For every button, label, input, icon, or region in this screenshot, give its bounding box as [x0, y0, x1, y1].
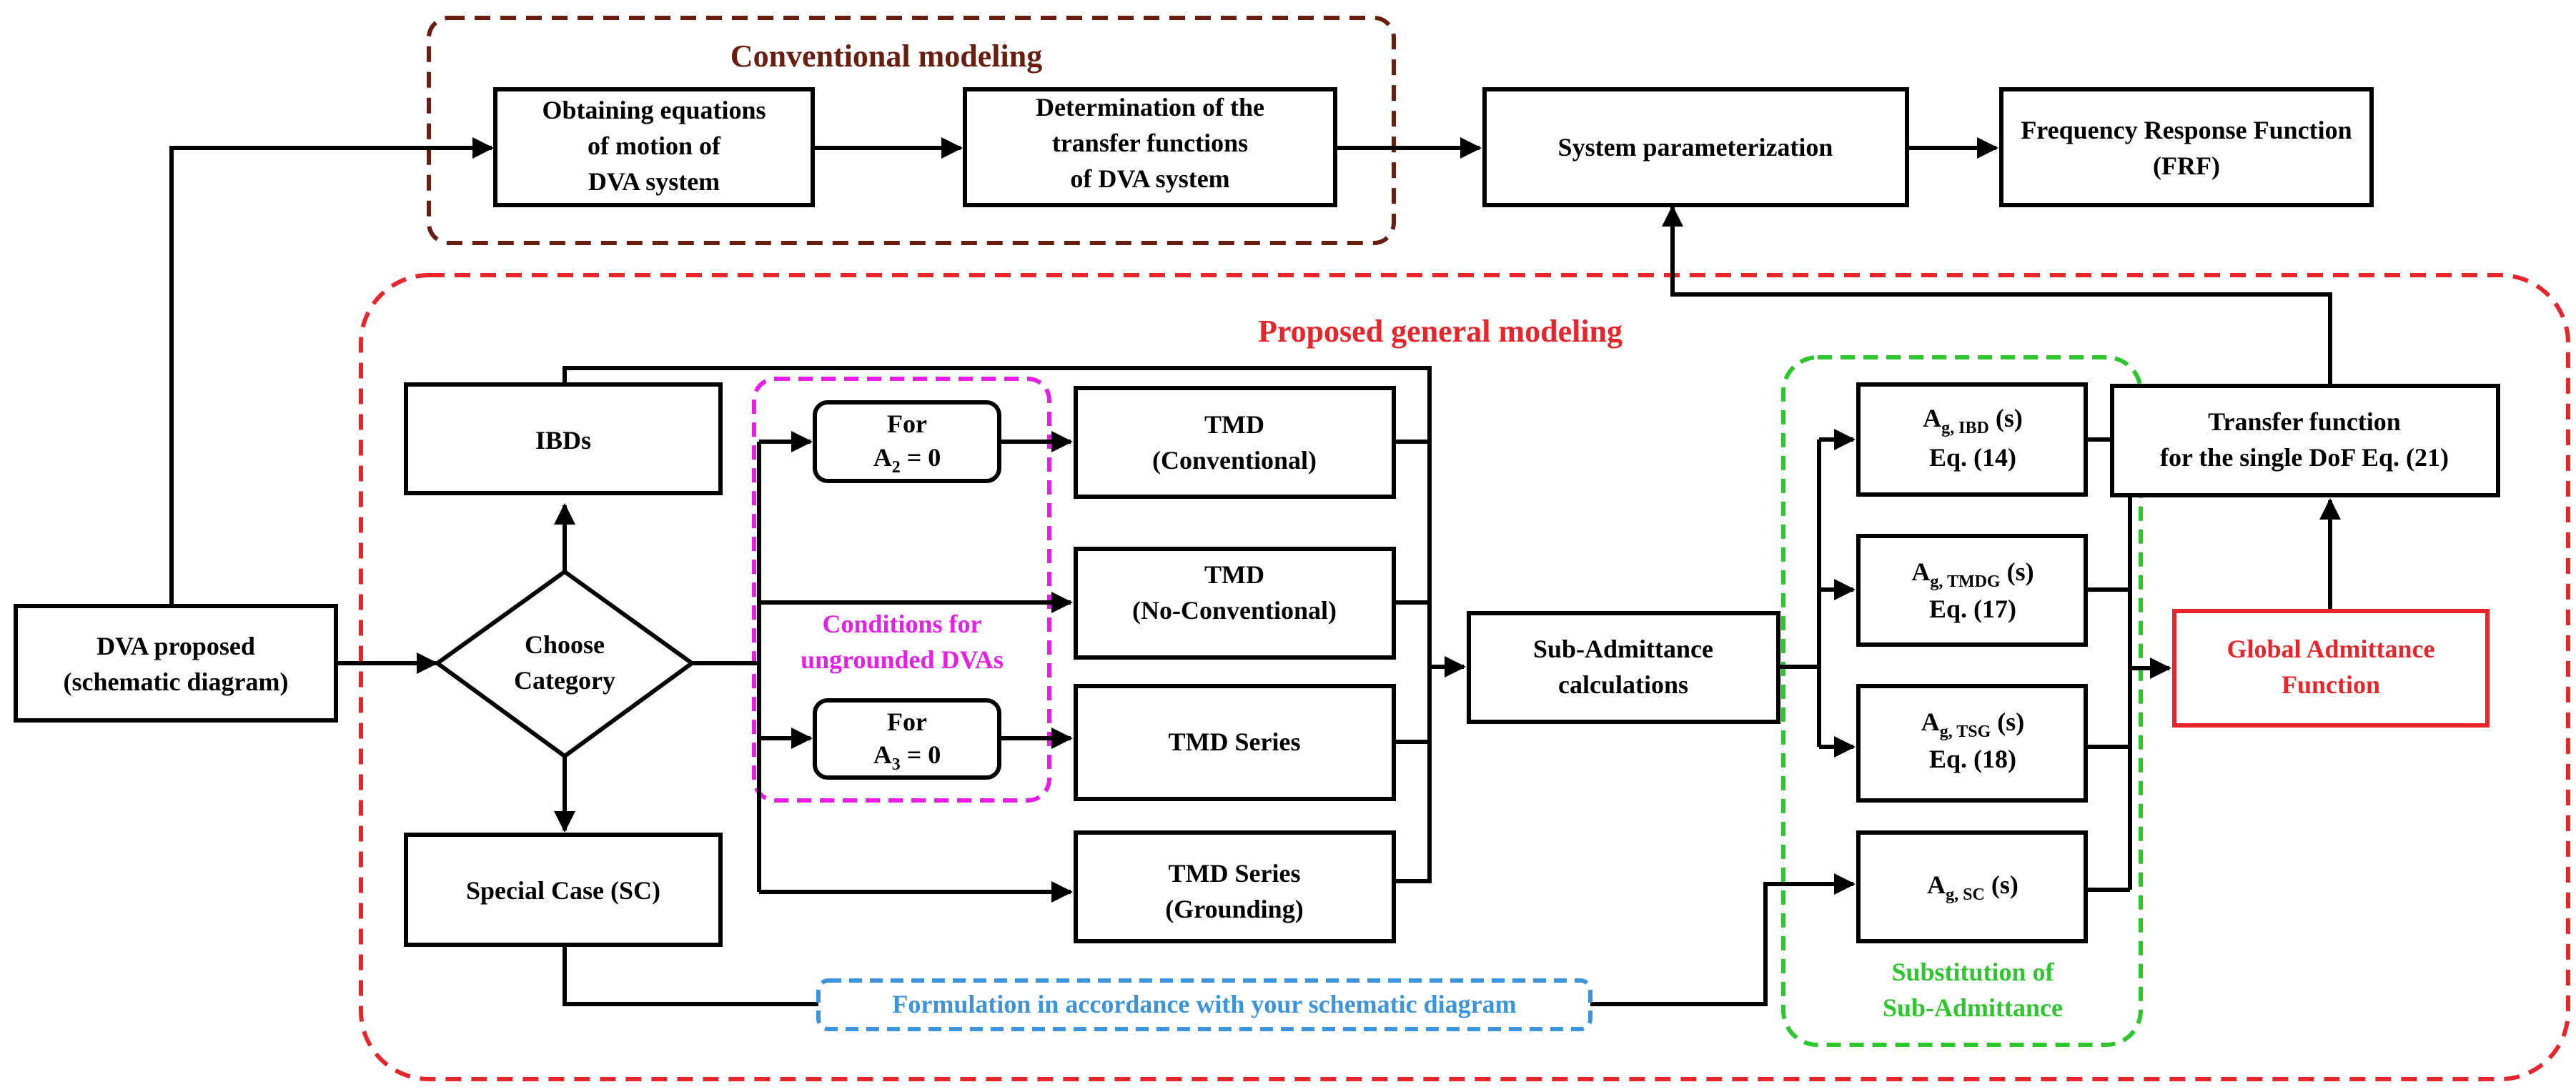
substitution-label: Substitution of: [1891, 958, 2054, 986]
global-admittance-label: Global Admittance: [2226, 635, 2434, 663]
for-a3-label: For: [887, 708, 927, 736]
tmd-series-grounding-box: [1074, 830, 1396, 943]
ag-tmdg-label: Ag, TMDG (s): [1911, 557, 2033, 591]
ibds-label: IBDs: [535, 426, 591, 455]
tmd-series-box: [1074, 684, 1396, 801]
tmd-series-grounding-label: (Grounding): [1165, 895, 1303, 923]
ag-ibd-box: [1856, 382, 2088, 497]
tmd-series-grounding-label: TMD Series: [1169, 859, 1301, 888]
transfer-function-label: Transfer function: [2208, 407, 2401, 436]
tmd-series-label: TMD Series: [1169, 728, 1301, 756]
tmd-conventional-label: TMD: [1204, 410, 1264, 439]
determination-label: of DVA system: [1070, 164, 1229, 193]
choose-category-label: Category: [514, 666, 615, 695]
obtaining-equations-box: [493, 87, 815, 207]
ibds-box: [404, 382, 723, 495]
choose-category-diamond: [433, 569, 696, 759]
substitution-frame: [1781, 355, 2143, 1047]
conditions-label: Conditions for: [822, 610, 981, 638]
sub-admittance-label: Sub-Admittance: [1533, 635, 1713, 663]
global-admittance-label: Function: [2282, 670, 2380, 699]
ag-tmdg-box: [1856, 534, 2088, 647]
sub-admittance-box: [1467, 611, 1780, 724]
tmd-conventional-box: [1074, 386, 1396, 499]
substitution-label: Sub-Admittance: [1883, 993, 2063, 1022]
conditions-label: ungrounded DVAs: [801, 645, 1004, 674]
for-a3-condition: A3 = 0: [873, 740, 941, 774]
ag-tmdg-eq: Eq. (17): [1929, 595, 2016, 623]
special-case-label: Special Case (SC): [466, 876, 660, 905]
labels: Obtaining equations of motion of DVA sys…: [64, 93, 2449, 1022]
transfer-function-box: [2110, 384, 2500, 497]
system-parameterization-label: System parameterization: [1558, 133, 1833, 162]
tmd-no-conventional-box: [1074, 547, 1396, 660]
determination-label: transfer functions: [1052, 129, 1248, 157]
for-a2-box: [813, 400, 1001, 483]
tmd-conventional-label: (Conventional): [1152, 446, 1317, 475]
connectors: [169, 137, 2341, 1006]
ag-sc-box: [1856, 830, 2088, 943]
dva-proposed-label: (schematic diagram): [64, 667, 289, 696]
choose-category-label: Choose: [525, 630, 605, 659]
for-a2-label: For: [887, 409, 927, 438]
ag-tsg-eq: Eq. (18): [1929, 745, 2016, 773]
determination-label: Determination of the: [1036, 93, 1264, 121]
conventional-modeling-frame: [427, 16, 1396, 245]
for-a3-box: [813, 698, 1001, 780]
conditions-frame: [752, 377, 1051, 803]
tmd-no-conventional-label: TMD: [1204, 560, 1264, 589]
frf-box: [1999, 87, 2374, 207]
formulation-frame: [816, 978, 1592, 1031]
proposed-modeling-frame: [359, 273, 2570, 1081]
ag-ibd-eq: Eq. (14): [1929, 443, 2016, 472]
obtaining-label: Obtaining equations: [542, 96, 766, 124]
obtaining-label: of motion of: [588, 131, 721, 160]
ag-ibd-label: Ag, IBD (s): [1923, 404, 2023, 437]
ag-tsg-label: Ag, TSG (s): [1921, 708, 2025, 741]
for-a2-condition: A2 = 0: [873, 443, 941, 477]
ag-tsg-box: [1856, 684, 2088, 803]
sub-admittance-label: calculations: [1558, 670, 1688, 699]
system-parameterization-box: [1482, 87, 1909, 207]
formulation-label: Formulation in accordance with your sche…: [892, 990, 1516, 1018]
dva-proposed-box: [14, 604, 338, 723]
obtaining-label: DVA system: [588, 167, 720, 196]
frf-label: Frequency Response Function: [2021, 116, 2352, 144]
transfer-function-label: for the single DoF Eq. (21): [2160, 443, 2449, 472]
boxes: [14, 87, 2500, 947]
ag-sc-label: Ag, SC (s): [1927, 870, 2018, 904]
proposed-title: Proposed general modeling: [1258, 314, 1623, 349]
special-case-box: [404, 833, 723, 947]
frf-label: (FRF): [2153, 152, 2220, 180]
determination-box: [963, 87, 1337, 207]
conventional-title: Conventional modeling: [730, 39, 1042, 74]
tmd-no-conventional-label: (No-Conventional): [1132, 596, 1337, 625]
global-admittance-box: [2172, 609, 2490, 728]
dva-proposed-label: DVA proposed: [96, 632, 255, 660]
